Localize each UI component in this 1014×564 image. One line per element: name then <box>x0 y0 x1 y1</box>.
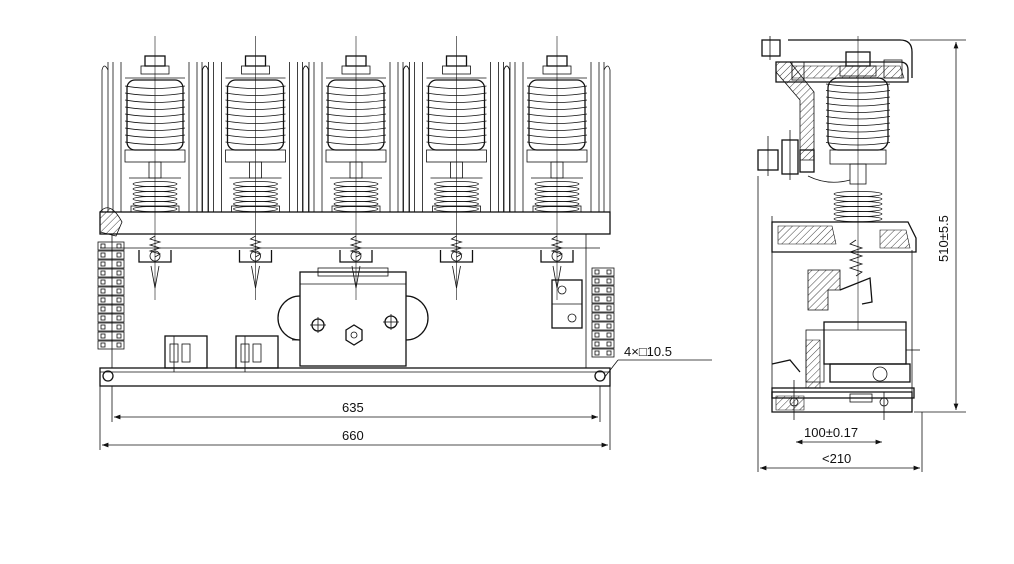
terminal-cell <box>97 277 125 287</box>
terminal-cell <box>97 340 125 350</box>
terminal-cell <box>97 268 125 278</box>
pole-assemblies <box>101 36 611 300</box>
front-view: 4×□10.5 635 660 <box>97 36 712 450</box>
terminal-cell <box>97 241 125 251</box>
side-view: 510±5.5 100±0.17 <210 <box>757 36 966 472</box>
terminal-cell <box>591 276 615 286</box>
pole-assembly <box>403 36 510 300</box>
dimension-510-label: 510±5.5 <box>936 215 951 262</box>
terminal-cell <box>591 348 615 358</box>
pole-assembly <box>302 36 410 300</box>
dimension-660-label: 660 <box>342 428 364 443</box>
terminal-cell <box>97 313 125 323</box>
hole-spec-label: 4×□10.5 <box>624 344 672 359</box>
terminal-cell <box>591 285 615 295</box>
terminal-cell <box>591 330 615 340</box>
terminal-cell <box>591 312 615 322</box>
operating-mechanism <box>277 267 429 367</box>
terminal-cell <box>97 259 125 269</box>
dimension-635-label: 635 <box>342 400 364 415</box>
dimension-210-label: <210 <box>822 451 851 466</box>
pole-assembly <box>503 36 611 300</box>
terminal-cell <box>591 294 615 304</box>
terminal-cell <box>97 250 125 260</box>
auxiliary-terminal <box>551 279 583 329</box>
terminal-cell <box>97 331 125 341</box>
terminal-cell <box>97 286 125 296</box>
pole-assembly <box>202 36 309 300</box>
terminal-cell <box>591 267 615 277</box>
terminal-cell <box>97 304 125 314</box>
auxiliary-switches <box>164 335 279 372</box>
dimension-100-label: 100±0.17 <box>804 425 858 440</box>
terminal-cell <box>97 295 125 305</box>
left-terminal-strip <box>97 241 125 350</box>
terminal-cell <box>591 339 615 349</box>
right-terminal-strip <box>591 267 615 358</box>
terminal-cell <box>591 303 615 313</box>
terminal-cell <box>97 322 125 332</box>
terminal-cell <box>591 321 615 331</box>
